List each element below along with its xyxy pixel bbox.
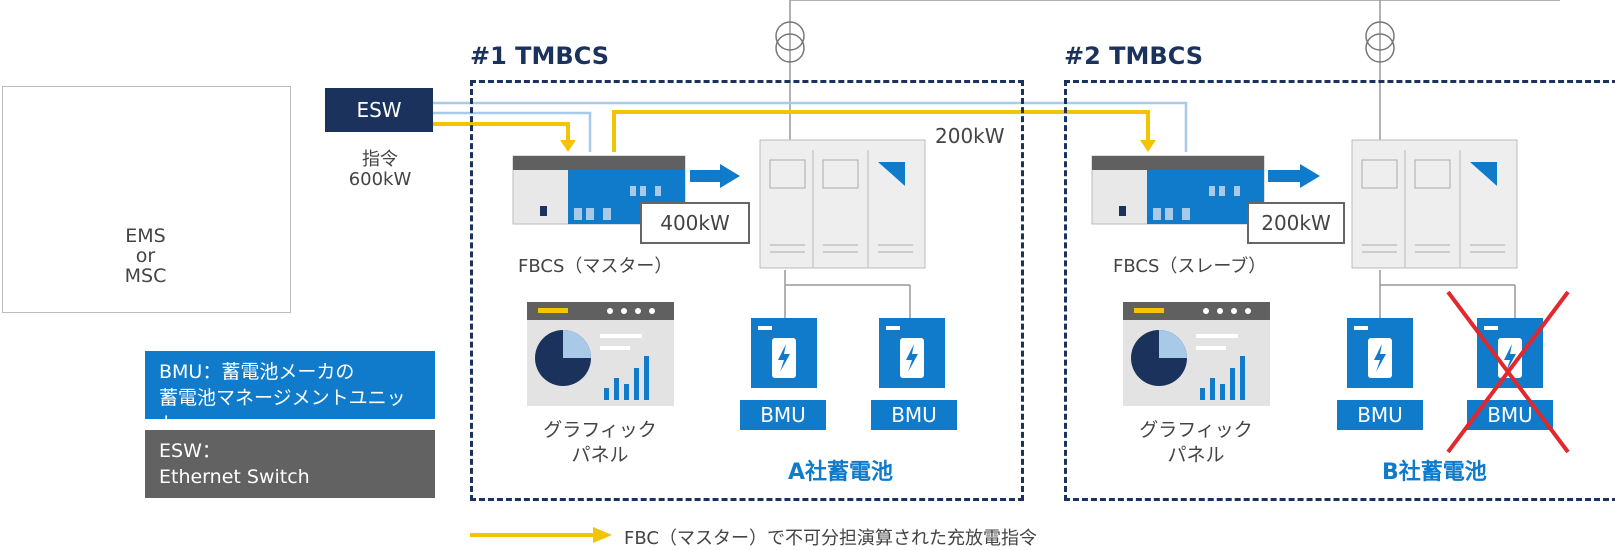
bmu-badge: BMU xyxy=(871,400,957,430)
esw-label: ESW xyxy=(356,98,402,122)
graphic-panel-icon xyxy=(527,302,674,406)
legend-bmu-line: BMU：蓄電池メーカの xyxy=(159,361,355,383)
arrow-head-icon xyxy=(1140,140,1156,152)
fbcs-master-rack-icon xyxy=(512,155,686,225)
ems-label-line: EMS xyxy=(125,225,166,247)
command-label: 指令 600kW xyxy=(320,150,440,190)
fbcs-2-kw-value: 200kW xyxy=(1261,211,1331,235)
pcs-cabinet-icon xyxy=(759,139,926,269)
ethernet-lines xyxy=(433,101,1188,152)
transformer-icon xyxy=(775,21,805,63)
legend-esw: ESW： Ethernet Switch xyxy=(145,430,435,498)
bmu-badge: BMU xyxy=(1467,400,1553,430)
pcs-cabinet-icon xyxy=(1351,139,1518,269)
ems-label: EMS or MSC xyxy=(2,226,289,286)
command-value: 600kW xyxy=(348,169,412,190)
fbcs-master-label: FBCS（マスター） xyxy=(518,256,673,277)
panel-label-line: グラフィック xyxy=(543,419,657,441)
pcs-1-kw-label: 200kW xyxy=(935,124,1005,148)
arrow-legend-text: FBC（マスター）で不可分担演算された充放電指令 xyxy=(624,528,1037,549)
bmu-badge: BMU xyxy=(1337,400,1423,430)
legend-esw-line: Ethernet Switch xyxy=(159,466,310,488)
fbcs-1-kw-box: 400kW xyxy=(640,202,750,244)
panel-label-line: グラフィック xyxy=(1139,419,1253,441)
arrow-head-icon xyxy=(593,527,612,543)
tmbcs-1-title: #1 TMBCS xyxy=(470,42,610,70)
battery-unit-icon xyxy=(751,318,817,388)
bmu-badge: BMU xyxy=(740,400,826,430)
ems-label-line: or xyxy=(135,245,156,267)
battery-unit-icon xyxy=(879,318,945,388)
battery-maker-a-label: A社蓄電池 xyxy=(788,460,894,485)
legend-bmu: BMU：蓄電池メーカの 蓄電池マネージメントユニット xyxy=(145,351,435,435)
tmbcs-2-group xyxy=(1064,80,1615,501)
graphic-panel-icon xyxy=(1123,302,1270,406)
fbcs-slave-rack-icon xyxy=(1091,155,1265,225)
graphic-panel-1-label: グラフィック パネル xyxy=(530,418,670,468)
battery-unit-icon xyxy=(1347,318,1413,388)
fbcs-slave-label: FBCS（スレーブ） xyxy=(1113,256,1267,277)
esw-box: ESW xyxy=(325,88,433,132)
fbcs-2-kw-box: 200kW xyxy=(1247,202,1345,244)
legend-esw-line: ESW： xyxy=(159,440,221,462)
arrow-right-icon xyxy=(690,164,740,188)
panel-label-line: パネル xyxy=(1167,444,1225,466)
legend-bmu-line: 蓄電池マネージメントユニット xyxy=(159,387,406,435)
tmbcs-2-title: #2 TMBCS xyxy=(1064,42,1204,70)
ems-box xyxy=(2,86,291,313)
tmbcs-1-group xyxy=(470,80,1024,501)
arrow-head-icon xyxy=(560,140,576,152)
battery-maker-b-label: B社蓄電池 xyxy=(1382,460,1487,485)
panel-label-line: パネル xyxy=(571,444,629,466)
power-lines xyxy=(784,0,1560,318)
graphic-panel-2-label: グラフィック パネル xyxy=(1126,418,1266,468)
command-label-line: 指令 xyxy=(362,149,398,170)
command-arrows xyxy=(433,110,1150,152)
arrow-right-icon xyxy=(1268,164,1320,188)
transformer-icon xyxy=(1365,21,1395,63)
ems-label-line: MSC xyxy=(124,265,167,287)
fbcs-1-kw-value: 400kW xyxy=(660,211,730,235)
